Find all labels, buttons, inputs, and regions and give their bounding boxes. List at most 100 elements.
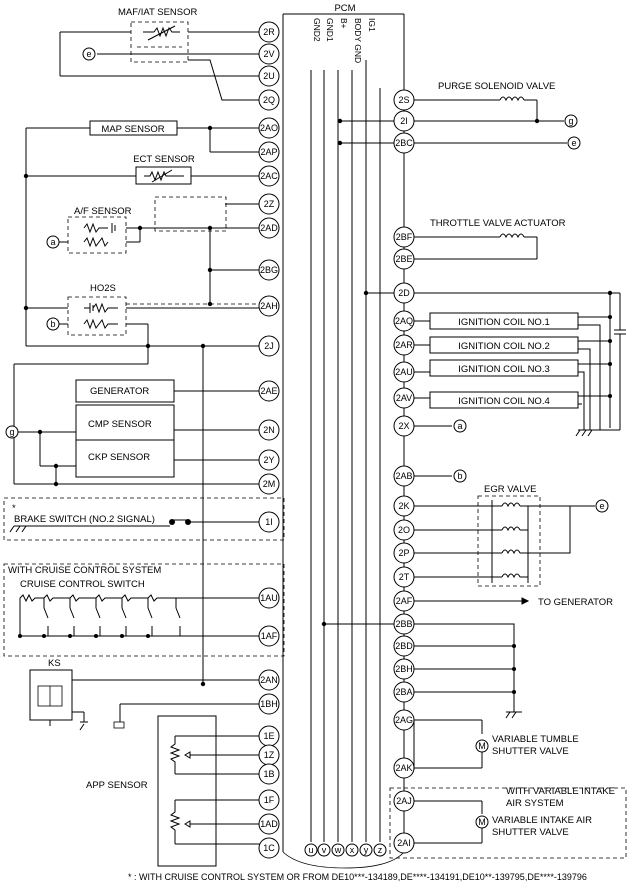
terminal-1BH: 1BH <box>260 699 278 709</box>
terminal-2BG: 2BG <box>260 265 278 275</box>
terminal-2V: 2V <box>263 49 274 59</box>
cmp-sensor-label: CMP SENSOR <box>88 419 152 430</box>
svg-text:e: e <box>571 138 576 148</box>
maf-iat-sensor-box <box>130 21 189 63</box>
svg-text:b: b <box>50 319 55 329</box>
terminal-2AU: 2AU <box>395 367 413 377</box>
footnote: * : WITH CRUISE CONTROL SYSTEM OR FROM D… <box>128 872 587 882</box>
body-gnd-label: BODY GND <box>353 18 363 63</box>
af-sensor-box <box>67 216 127 254</box>
brake-note: * <box>12 503 16 514</box>
terminal-2S: 2S <box>398 95 409 105</box>
connector-b-left <box>46 317 60 331</box>
terminal-w: w <box>334 845 342 855</box>
connector-b-right <box>453 469 467 483</box>
terminal-2BB: 2BB <box>395 619 412 629</box>
connector-e-left <box>82 47 96 61</box>
terminal-1C: 1C <box>263 843 275 853</box>
pcm-block: PCM GND2 GND1 B+ BODY GND IG1 <box>282 3 405 852</box>
connector-g-right <box>564 114 578 128</box>
cruise-group-label: WITH CRUISE CONTROL SYSTEM <box>8 565 161 576</box>
ckp-sensor-label: CKP SENSOR <box>88 452 150 463</box>
terminal-2X: 2X <box>398 421 409 431</box>
terminal-2AV: 2AV <box>396 393 412 403</box>
bplus-label: B+ <box>339 18 349 29</box>
terminal-x: x <box>350 845 355 855</box>
generator-label: GENERATOR <box>90 386 149 397</box>
terminal-u: u <box>308 845 313 855</box>
svg-text:g: g <box>9 427 14 437</box>
connector-e-right <box>567 136 581 150</box>
egr-valve-label: EGR VALVE <box>484 484 536 495</box>
svg-text:b: b <box>457 471 462 481</box>
terminal-v: v <box>322 845 327 855</box>
terminal-2AG: 2AG <box>395 715 413 725</box>
terminal-2BC: 2BC <box>395 138 413 148</box>
connector-a-left <box>46 235 60 249</box>
terminal-2AH: 2AH <box>260 301 278 311</box>
tumble-valve-label-1: VARIABLE TUMBLE <box>492 734 579 745</box>
ignition-coil-1-label: IGNITION COIL NO.1 <box>458 317 550 328</box>
ho2s-label: HO2S <box>90 283 116 294</box>
terminal-2AO: 2AO <box>260 123 278 133</box>
cruise-control-group <box>3 563 285 657</box>
terminal-2P: 2P <box>398 548 409 558</box>
terminal-1AD: 1AD <box>260 819 278 829</box>
terminal-2N: 2N <box>263 425 275 435</box>
terminal-2BH: 2BH <box>395 664 413 674</box>
pcm-title: PCM <box>334 3 355 14</box>
terminal-2AN: 2AN <box>260 675 278 685</box>
vis-group-label-2: AIR SYSTEM <box>506 798 564 809</box>
terminal-2AR: 2AR <box>395 340 413 350</box>
terminal-2T: 2T <box>399 572 410 582</box>
svg-text:e: e <box>599 501 604 511</box>
brake-switch-group <box>3 497 285 541</box>
left-terminals: 2R 2V 2U 2Q 2AO 2AP 2AC 2Z 2AD 2BG 2AH 2… <box>258 21 280 859</box>
terminal-1F: 1F <box>264 795 275 805</box>
terminal-2O: 2O <box>398 525 410 535</box>
right-terminals: 2S 2I 2BC 2BF 2BE 2D 2AQ 2AR 2AU 2AV 2X … <box>393 89 415 854</box>
terminal-2M: 2M <box>263 479 276 489</box>
gnd1-label: GND1 <box>325 18 335 42</box>
terminal-2BF: 2BF <box>396 232 413 242</box>
ignition-coil-4-box <box>429 391 579 409</box>
terminal-2AB: 2AB <box>395 471 412 481</box>
ignition-coil-4-label: IGNITION COIL NO.4 <box>458 396 550 407</box>
terminal-2AQ: 2AQ <box>395 316 413 326</box>
terminal-2AJ: 2AJ <box>396 796 412 806</box>
terminal-2K: 2K <box>398 501 409 511</box>
svg-text:a: a <box>50 237 55 247</box>
svg-text:g: g <box>568 116 573 126</box>
cmp-ckp-group <box>75 404 175 478</box>
terminal-2D: 2D <box>398 288 410 298</box>
svg-text:M: M <box>478 741 486 751</box>
connector-a-right <box>453 419 467 433</box>
tumble-valve-label-2: SHUTTER VALVE <box>492 746 569 757</box>
terminal-2Y: 2Y <box>263 455 274 465</box>
terminal-2I: 2I <box>400 116 408 126</box>
purge-valve-label: PURGE SOLENOID VALVE <box>438 81 555 92</box>
terminal-2Q: 2Q <box>263 95 275 105</box>
terminal-2AI: 2AI <box>397 838 411 848</box>
ks-label: KS <box>48 658 61 669</box>
vis-valve-label-1: VARIABLE INTAKE AIR <box>492 815 592 826</box>
terminal-2AE: 2AE <box>260 386 277 396</box>
ignition-coil-3-label: IGNITION COIL NO.3 <box>458 364 550 375</box>
pcm-power-labels: GND2 GND1 B+ BODY GND IG1 <box>312 18 377 63</box>
to-generator-label: TO GENERATOR <box>538 597 613 608</box>
af-sensor-label: A/F SENSOR <box>74 206 132 217</box>
bottom-terminals: u v w x y z <box>282 843 405 869</box>
ect-sensor-label: ECT SENSOR <box>133 154 195 165</box>
gnd2-label: GND2 <box>312 18 322 42</box>
throttle-actuator-label: THROTTLE VALVE ACTUATOR <box>430 218 566 229</box>
ig1-label: IG1 <box>367 18 377 32</box>
terminal-z: z <box>378 845 383 855</box>
terminal-2U: 2U <box>263 71 275 81</box>
map-sensor-label: MAP SENSOR <box>101 124 164 135</box>
ho2s-box <box>67 296 127 336</box>
svg-text:a: a <box>457 421 462 431</box>
svg-text:M: M <box>478 817 486 827</box>
ignition-coil-2-label: IGNITION COIL NO.2 <box>458 341 550 352</box>
cruise-switch-contacts <box>18 598 181 638</box>
